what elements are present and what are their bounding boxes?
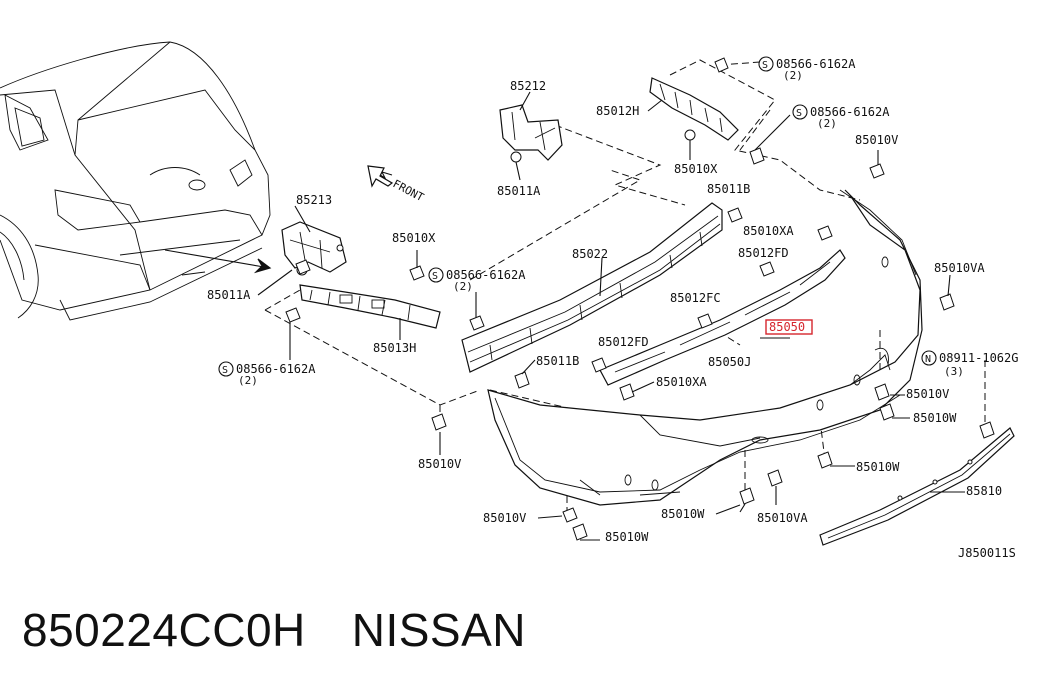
label-08566-top2: 08566-6162A — [810, 105, 890, 119]
label-85010V-bottom: 85010V — [483, 511, 526, 525]
label-85010W-mid: 85010W — [856, 460, 900, 474]
label-85010W-right: 85010W — [913, 411, 957, 425]
trim-strip-85810 — [819, 427, 1015, 546]
fasteners-left — [285, 250, 536, 455]
label-85013H: 85013H — [373, 341, 416, 355]
svg-text:S: S — [796, 108, 802, 119]
label-08566-left-qty: (2) — [238, 374, 258, 387]
callout-symbols: S S S S N — [218, 56, 937, 377]
svg-text:N: N — [925, 354, 931, 365]
label-08566-top-qty: (2) — [783, 69, 803, 82]
label-85010X-left: 85010X — [392, 231, 436, 245]
part-number: 850224CC0H — [22, 604, 306, 656]
label-85022: 85022 — [572, 247, 608, 261]
label-85010X-top: 85010X — [674, 162, 718, 176]
label-85011B-top: 85011B — [707, 182, 750, 196]
svg-text:S: S — [222, 365, 228, 376]
bracket-85050J — [591, 225, 846, 401]
label-08911-qty: (3) — [944, 365, 964, 378]
label-08566-mid: 08566-6162A — [446, 268, 526, 282]
front-label: FRONT — [391, 177, 427, 204]
brand-name: NISSAN — [351, 604, 527, 656]
bracket-85213 — [281, 205, 347, 276]
part-labels: 85213 85011A 85010X 08566-6162A (2) 8501… — [207, 57, 1018, 560]
label-85012FD-mid: 85012FD — [598, 335, 649, 349]
label-85010VA-bottom: 85010VA — [757, 511, 808, 525]
label-85011A-top: 85011A — [497, 184, 541, 198]
label-85010W-bottom2: 85010W — [661, 507, 705, 521]
label-85010VA-right: 85010VA — [934, 261, 985, 275]
label-85010XA-top: 85010XA — [743, 224, 794, 238]
label-85012FD-top: 85012FD — [738, 246, 789, 260]
parts-diagram: FRONT — [0, 41, 1018, 560]
fasteners-bottom — [562, 150, 995, 541]
label-85010V-left: 85010V — [418, 457, 461, 471]
part-caption: 850224CC0H NISSAN — [22, 598, 526, 662]
label-08566-top2-qty: (2) — [817, 117, 837, 130]
svg-text:S: S — [432, 271, 438, 282]
label-85010W-bottom: 85010W — [605, 530, 649, 544]
label-85011B-mid: 85011B — [536, 354, 579, 368]
label-08566-left: 08566-6162A — [236, 362, 316, 376]
svg-text:S: S — [762, 60, 768, 71]
bumper-reinforcement-85022 — [461, 202, 723, 373]
label-85050-highlight: 85050 — [769, 320, 805, 334]
front-direction-indicator: FRONT — [367, 165, 427, 204]
label-85810: 85810 — [966, 484, 1002, 498]
label-85010V-top: 85010V — [855, 133, 898, 147]
bracket-85013H — [299, 284, 441, 340]
label-85012FC: 85012FC — [670, 291, 721, 305]
label-08566-mid-qty: (2) — [453, 280, 473, 293]
label-85050J: 85050J — [708, 355, 751, 369]
vehicle-rear-illustration — [0, 41, 272, 321]
bracket-85012H — [649, 57, 791, 165]
label-08911: 08911-1062G — [939, 351, 1018, 365]
label-85011A-left: 85011A — [207, 288, 251, 302]
label-85212: 85212 — [510, 79, 546, 93]
bracket-85212 — [499, 91, 563, 181]
label-85213: 85213 — [296, 193, 332, 207]
label-08566-top: 08566-6162A — [776, 57, 856, 71]
bumper-fascia — [487, 189, 923, 506]
drawing-code: J850011S — [958, 546, 1016, 560]
highlight-box-85050 — [765, 319, 813, 335]
label-85010V-right: 85010V — [906, 387, 949, 401]
label-85012H: 85012H — [596, 104, 639, 118]
label-85010XA-mid: 85010XA — [656, 375, 707, 389]
